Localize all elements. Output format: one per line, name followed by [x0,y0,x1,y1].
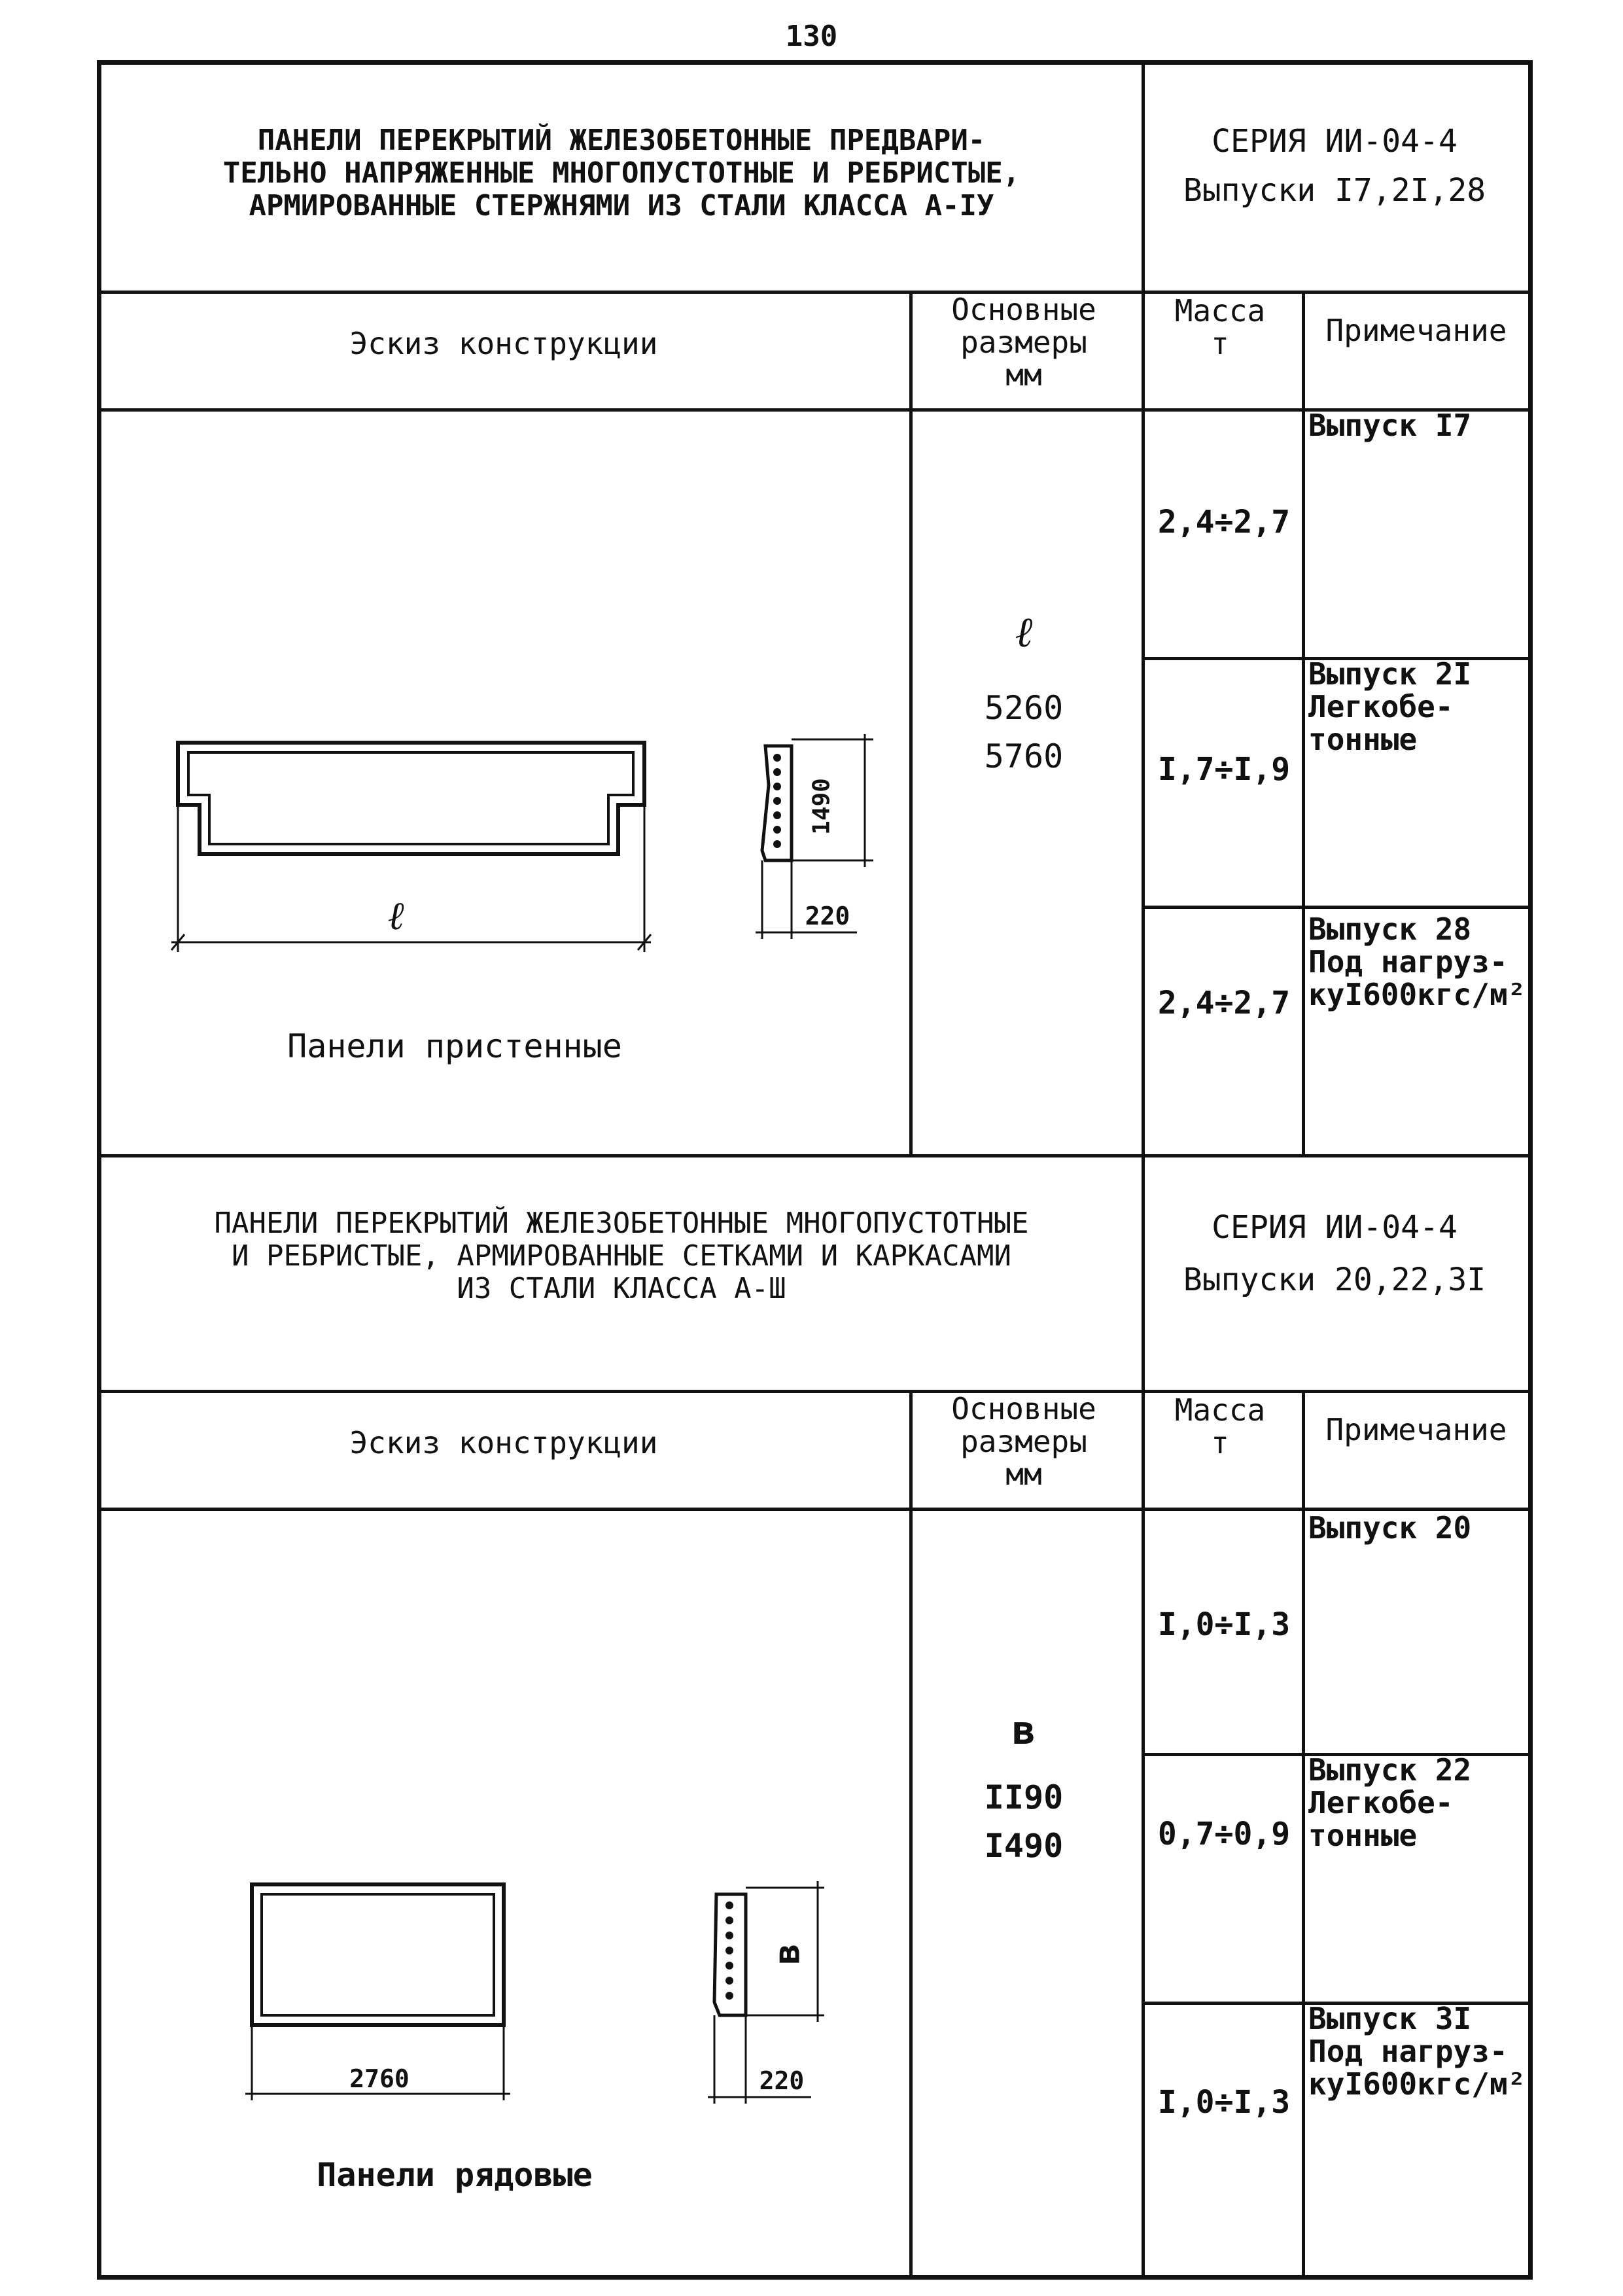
divider [1302,291,1305,1154]
section-2-thickness-label: 220 [759,2066,805,2095]
wall-panel-inner-outline [187,751,635,845]
section-2-dims-symbol: в [1011,1708,1036,1754]
section-1-sketch-caption: Панели пристенные [287,1027,622,1065]
section-1-header-dims: Основные размеры мм [951,292,1096,393]
section-1-dims-values: 5260 5760 [984,689,1064,775]
divider [1142,657,1528,660]
section-1-issues: Выпуски I7,2I,28 [1183,172,1486,209]
section-2-header-mass: Масса т [1174,1392,1266,1460]
section-2-title: ПАНЕЛИ ПЕРЕКРЫТИЙ ЖЕЛЕЗОБЕТОННЫЕ МНОГОПУ… [214,1207,1029,1305]
divider [1142,1154,1145,2275]
section-1-row-2-mass: I,7÷I,9 [1157,751,1291,788]
length-dimension-line [245,2025,510,2100]
section-1-row-1-mass: 2,4÷2,7 [1157,504,1291,540]
section-1-row-2-note: Выпуск 2I Легкобе- тонные [1308,656,1472,757]
row-panel-section-view [712,1892,748,2017]
section-1-header-note: Примечание [1325,313,1507,348]
section-2-header-sketch: Эскиз конструкции [349,1425,658,1460]
divider [1142,906,1528,909]
section-1-row-1-note: Выпуск I7 [1308,408,1472,443]
section-1-header-mass: Масса т [1174,293,1266,361]
section-1-series: СЕРИЯ ИИ-04-4 [1212,123,1457,160]
section-1-thickness-label: 220 [805,902,850,930]
section-2-row-3-note: Выпуск 3I Под нагруз- куI600кгс/м² [1308,2001,1526,2102]
divider [1142,2002,1528,2005]
section-2-row-1-note: Выпуск 20 [1308,1510,1472,1545]
section-1-row-3-mass: 2,4÷2,7 [1157,985,1291,1021]
section-dimension-lines [756,734,873,939]
table-frame [97,60,1533,2280]
divider [909,291,913,1154]
divider [101,408,1528,412]
divider [1142,65,1145,1154]
section-2-row-3-mass: I,0÷I,3 [1157,2084,1291,2121]
section-2-header-note: Примечание [1325,1412,1507,1447]
section-1-header-sketch: Эскиз конструкции [349,326,658,361]
divider [1142,1753,1528,1756]
divider [1302,1390,1305,2275]
section-2-sketch-caption: Панели рядовые [317,2156,593,2194]
section-2-row-2-mass: 0,7÷0,9 [1157,1816,1291,1852]
row-panel-outline [250,1882,506,2027]
section-2-issues: Выпуски 20,22,3I [1183,1262,1486,1298]
section-1-row-3-note: Выпуск 28 Под нагруз- куI600кгс/м² [1308,911,1526,1012]
divider [101,1390,1528,1393]
section-1-dims-symbol: ℓ [1015,609,1033,657]
section-2-height-label: в [766,1943,808,1965]
section-2-dims-values: II90 I490 [984,1778,1064,1865]
divider [101,291,1528,294]
divider [909,1390,913,2275]
section-dimension-lines [708,1881,824,2104]
section-1-length-label: ℓ [387,893,404,939]
wall-panel-outline [176,741,646,856]
section-2-row-2-note: Выпуск 22 Легкобе- тонные [1308,1752,1472,1853]
section-2-row-1-mass: I,0÷I,3 [1157,1606,1291,1643]
section-1-title: ПАНЕЛИ ПЕРЕКРЫТИЙ ЖЕЛЕЗОБЕТОННЫЕ ПРЕДВАР… [222,124,1021,222]
section-2-header-dims: Основные размеры мм [951,1391,1096,1492]
divider [101,1154,1528,1157]
page-number: 130 [785,20,838,53]
divider [101,1508,1528,1511]
section-2-series: СЕРИЯ ИИ-04-4 [1212,1209,1457,1246]
wall-panel-section-view [760,744,794,862]
length-dimension-line [170,805,652,952]
section-2-length-label: 2760 [349,2064,410,2093]
